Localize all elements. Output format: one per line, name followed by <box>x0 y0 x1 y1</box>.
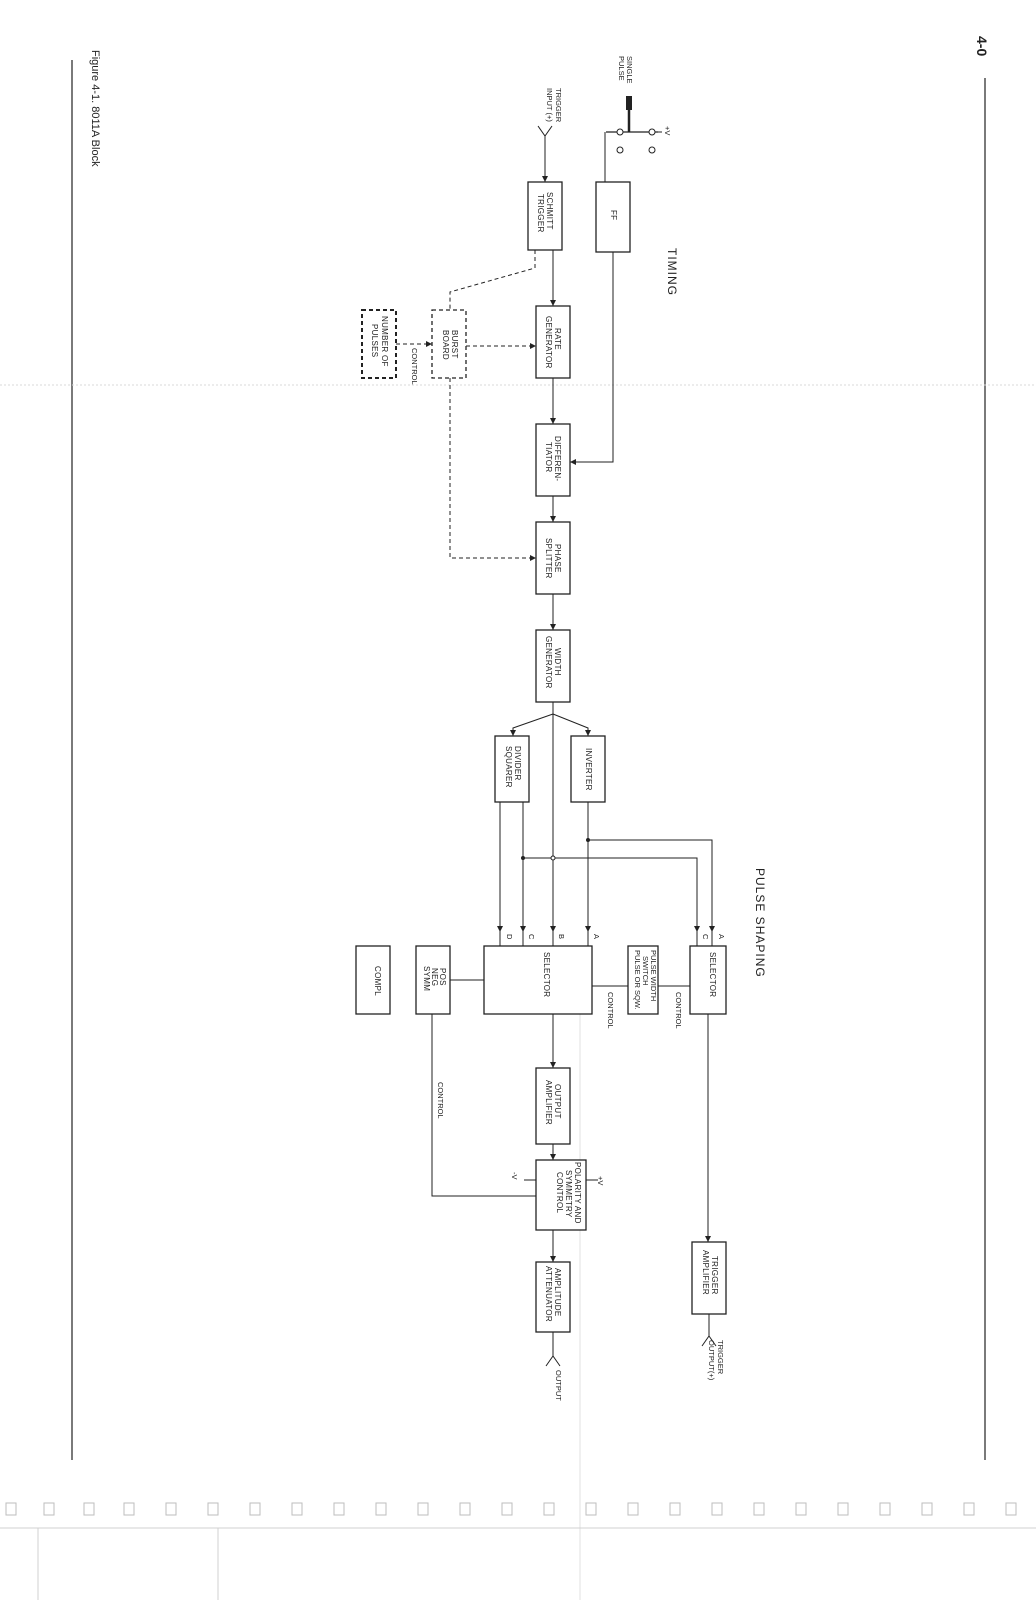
section-timing: TIMING <box>665 248 679 296</box>
polarity-label-3: CONTROL <box>555 1172 564 1213</box>
polarity-label-2: SYMMETRY <box>564 1170 573 1218</box>
ff-to-differentiator-line <box>570 252 614 465</box>
inverter-to-trig-sel-a <box>588 839 715 932</box>
pws-label-1: PULSE WIDTH <box>649 950 658 1001</box>
switch-contact-4 <box>648 146 656 154</box>
pulse-width-switch-block <box>627 945 659 1015</box>
port-c-label: C <box>527 934 536 940</box>
trigger-input-label-2: INPUT (+) <box>545 88 554 122</box>
selector-main-block <box>483 945 593 1015</box>
pns-label-1: POS <box>438 968 447 986</box>
divider-label-2: SQUARER <box>504 746 513 788</box>
output-amp-label-2: AMPLIFIER <box>544 1080 553 1125</box>
inverter-block <box>570 735 606 803</box>
compl-label: COMPL <box>373 966 382 996</box>
ff-block <box>595 181 631 253</box>
trigger-output-connector <box>701 1335 717 1347</box>
burst-board-block <box>431 309 467 379</box>
num-pulses-label-1: NUMBER OF <box>380 316 389 367</box>
pns-label-3: SYMM <box>422 966 431 991</box>
schmitt-label-1: SCHMITT <box>545 192 554 230</box>
pws-label-2: SWITCH <box>641 956 650 986</box>
trigger-output-label-1: TRIGGER <box>716 1340 725 1375</box>
schmitt-label-2: TRIGGER <box>536 194 545 233</box>
switch-contact-3 <box>616 146 624 154</box>
output-amp-label-1: OUTPUT <box>553 1084 562 1119</box>
trigger-input-label-1: TRIGGER <box>554 88 563 123</box>
pws-label-3: PULSE OR SQW. <box>633 950 642 1010</box>
control-label-polarity: CONTROL <box>436 1082 445 1119</box>
port-b-label: B <box>557 934 566 939</box>
rate-gen-label-2: GENERATOR <box>544 316 553 369</box>
burst-board-label-2: BOARD <box>441 330 450 360</box>
schmitt-to-burst-line <box>449 250 536 310</box>
width-generator-block <box>535 629 571 703</box>
fan-to-inverter <box>552 713 591 736</box>
minus-v-label: -V <box>510 1172 519 1180</box>
output-label: OUTPUT <box>554 1370 563 1401</box>
plus-v-label: +V <box>663 126 672 135</box>
pns-to-polarity-line <box>431 1014 536 1197</box>
ff-label: FF <box>609 210 618 220</box>
width-gen-label-2: GENERATOR <box>544 636 553 689</box>
control-label-trig-sel: CONTROL <box>674 992 683 1029</box>
burst-to-splitter-line <box>449 378 536 561</box>
control-label-selector: CONTROL <box>606 992 615 1029</box>
port-a-label: A <box>592 934 601 939</box>
switch-contact-1 <box>616 128 624 136</box>
selector-trigger-label: SELECTOR <box>708 952 717 997</box>
width-gen-label-1: WIDTH <box>553 648 562 676</box>
pos-neg-symm-block <box>415 945 451 1015</box>
output-connector <box>545 1355 561 1367</box>
trigger-output-label-2: OUTPUT(+) <box>707 1340 716 1381</box>
compl-block <box>355 945 391 1015</box>
port-d-label: D <box>505 934 514 940</box>
rate-gen-label-1: RATE <box>553 328 562 350</box>
differentiator-label-1: DIFFEREN- <box>553 436 562 481</box>
attenuator-label-1: AMPLITUDE <box>553 1268 562 1317</box>
binder-holes <box>5 1502 1017 1516</box>
plus-v2-label: +V <box>596 1176 605 1185</box>
differentiator-block <box>535 423 571 497</box>
divider-squarer-block <box>494 735 530 803</box>
control-label-burst: CONTROL <box>410 348 419 385</box>
amplitude-attenuator-block <box>535 1261 571 1333</box>
output-amplifier-block <box>535 1067 571 1145</box>
polarity-symmetry-block <box>535 1159 587 1231</box>
phase-splitter-label-2: SPLITTER <box>544 538 553 579</box>
divider-label-1: DIVIDER <box>513 746 522 781</box>
single-pulse-label-1: SINGLE <box>625 56 634 84</box>
single-pulse-button <box>626 96 632 110</box>
attenuator-label-2: ATTENUATOR <box>544 1266 553 1322</box>
figure-caption: Figure 4-1. 8011A Block <box>89 50 101 167</box>
section-pulse-shaping: PULSE SHAPING <box>753 868 767 978</box>
selector-trigger-block <box>689 945 727 1015</box>
trigger-input-connector <box>537 125 553 137</box>
divider-to-trig-sel-c <box>523 857 700 932</box>
number-of-pulses-block <box>361 309 397 379</box>
pns-label-2: NEG <box>430 968 439 986</box>
differentiator-label-2: TIATOR <box>544 442 553 472</box>
phase-splitter-block <box>535 521 571 595</box>
trig-amp-label-1: TRIGGER <box>710 1256 719 1295</box>
inverter-label: INVERTER <box>584 748 593 791</box>
single-pulse-label-2: PULSE <box>617 56 626 81</box>
schmitt-trigger-block <box>527 181 563 251</box>
trig-amp-label-2: AMPLIFIER <box>701 1250 710 1295</box>
num-pulses-label-2: PULSES <box>370 324 379 357</box>
port-c2-label: C <box>701 934 710 940</box>
switch-contact-2 <box>648 128 656 136</box>
burst-board-label-1: BURST <box>450 330 459 359</box>
fan-to-divider <box>510 713 554 736</box>
phase-splitter-label-1: PHASE <box>553 544 562 573</box>
polarity-label-1: POLARITY AND <box>573 1162 582 1224</box>
selector-main-label: SELECTOR <box>542 952 551 997</box>
port-a2-label: A <box>717 934 726 939</box>
page-number: 4-0 <box>974 36 990 56</box>
trigger-amplifier-block <box>691 1241 727 1315</box>
